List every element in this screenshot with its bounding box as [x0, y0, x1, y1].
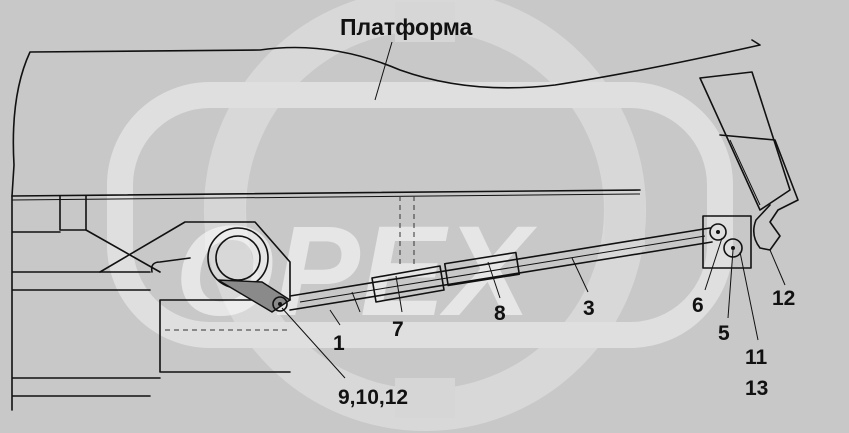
support-plate	[99, 221, 291, 373]
watermark-gear	[107, 0, 733, 431]
pivot-lever	[217, 279, 292, 313]
platform-outline	[11, 39, 761, 197]
callout-9-10-12: 9,10,12	[338, 386, 408, 409]
bolt-5-center	[731, 246, 735, 250]
leader-lines	[281, 41, 786, 379]
bolt-5	[723, 238, 743, 258]
rear-lock-bracket	[702, 215, 752, 269]
watermark-logo-text: OPEX	[175, 200, 537, 343]
platform-bottom-edge	[11, 189, 641, 197]
callout-7: 7	[392, 318, 404, 341]
left-frame	[11, 195, 161, 411]
support-plate-lip	[150, 257, 191, 273]
callout-6: 6	[692, 294, 704, 317]
pivot-pin-center	[278, 302, 282, 306]
bolt-6	[709, 223, 727, 241]
rear-wall	[699, 71, 791, 211]
callout-11: 11	[745, 346, 768, 369]
rear-bracket-brace	[729, 139, 761, 206]
frame-diagonal	[85, 229, 161, 273]
bolt-6-center	[716, 230, 720, 234]
bracket-u	[59, 195, 87, 231]
callout-13: 13	[745, 377, 768, 400]
rear-hook-bracket	[719, 134, 799, 251]
pivot-tube-inner	[215, 235, 261, 281]
callout-5: 5	[718, 322, 730, 345]
rod-bar-center	[299, 235, 706, 303]
platform-bottom-edge-inner	[11, 193, 641, 201]
rod-break-mark	[351, 291, 361, 313]
pivot-pin	[272, 296, 288, 312]
sleeve-8	[443, 251, 521, 287]
title-platform: Платформа	[340, 14, 473, 40]
callout-8: 8	[494, 302, 506, 325]
callout-1: 1	[333, 332, 345, 355]
callout-12: 12	[772, 287, 795, 310]
callout-3: 3	[583, 297, 595, 320]
sleeve-7	[371, 265, 445, 303]
rod-bar	[289, 227, 713, 311]
